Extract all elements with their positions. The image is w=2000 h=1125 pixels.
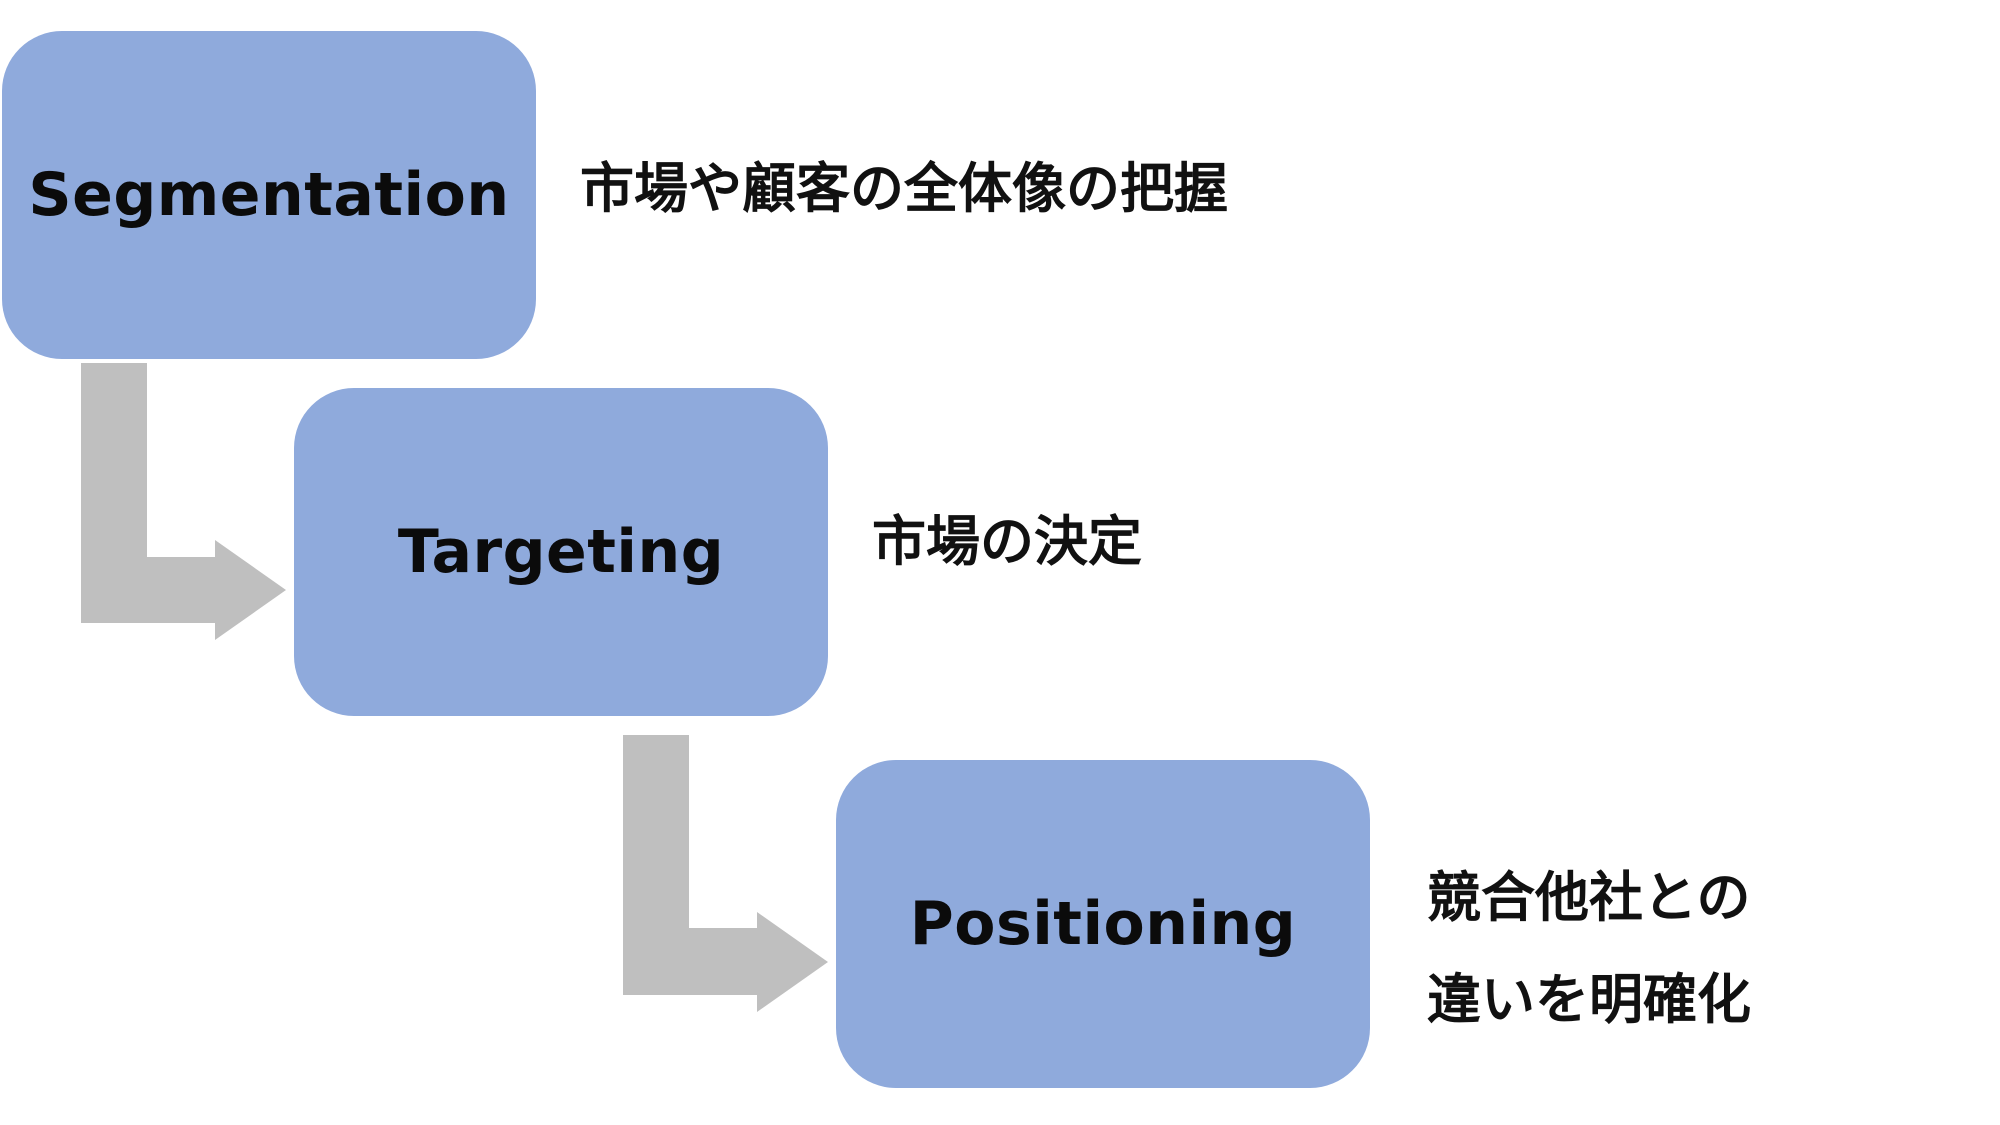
step-description-segmentation: 市場や顧客の全体像の把握	[580, 157, 1228, 220]
step-box-segmentation: Segmentation	[2, 31, 536, 359]
step-box-positioning: Positioning	[836, 760, 1370, 1088]
description-line: 競合他社との	[1427, 866, 1751, 929]
step-description-targeting: 市場の決定	[872, 510, 1142, 573]
description-line: 違いを明確化	[1427, 968, 1751, 1031]
step-description-positioning: 競合他社との 違いを明確化	[1427, 847, 1751, 1051]
step-label-targeting: Targeting	[397, 517, 725, 587]
bent-arrow-icon	[81, 363, 286, 640]
step-label-segmentation: Segmentation	[28, 160, 510, 230]
step-label-positioning: Positioning	[909, 889, 1297, 959]
bent-arrow-icon	[623, 735, 828, 1012]
step-box-targeting: Targeting	[294, 388, 828, 716]
